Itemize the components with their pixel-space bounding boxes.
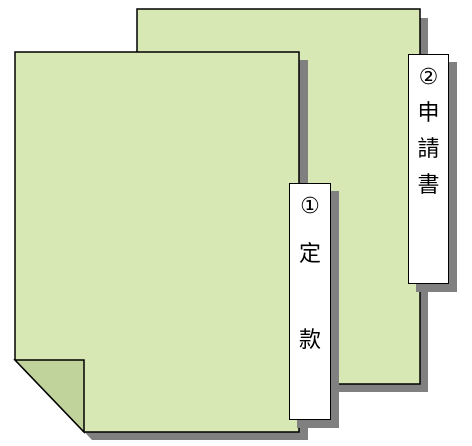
- document-1-title-char-2: 款: [298, 328, 321, 353]
- document-2-title-char-1: 申: [417, 101, 440, 126]
- document-1-page: [14, 51, 300, 433]
- folded-corner: [13, 359, 85, 434]
- document-1-title-char-1: 定: [298, 242, 321, 267]
- document-1-sheet: [13, 51, 308, 440]
- document-2-number: ②: [418, 65, 439, 90]
- document-2-title-char-2: 請: [417, 137, 440, 162]
- document-1-tab: ① 定 款: [289, 183, 331, 420]
- document-1-number: ①: [300, 194, 320, 219]
- document-2-tab: ② 申 請 書: [408, 54, 449, 284]
- document-2-title-char-3: 書: [417, 173, 440, 198]
